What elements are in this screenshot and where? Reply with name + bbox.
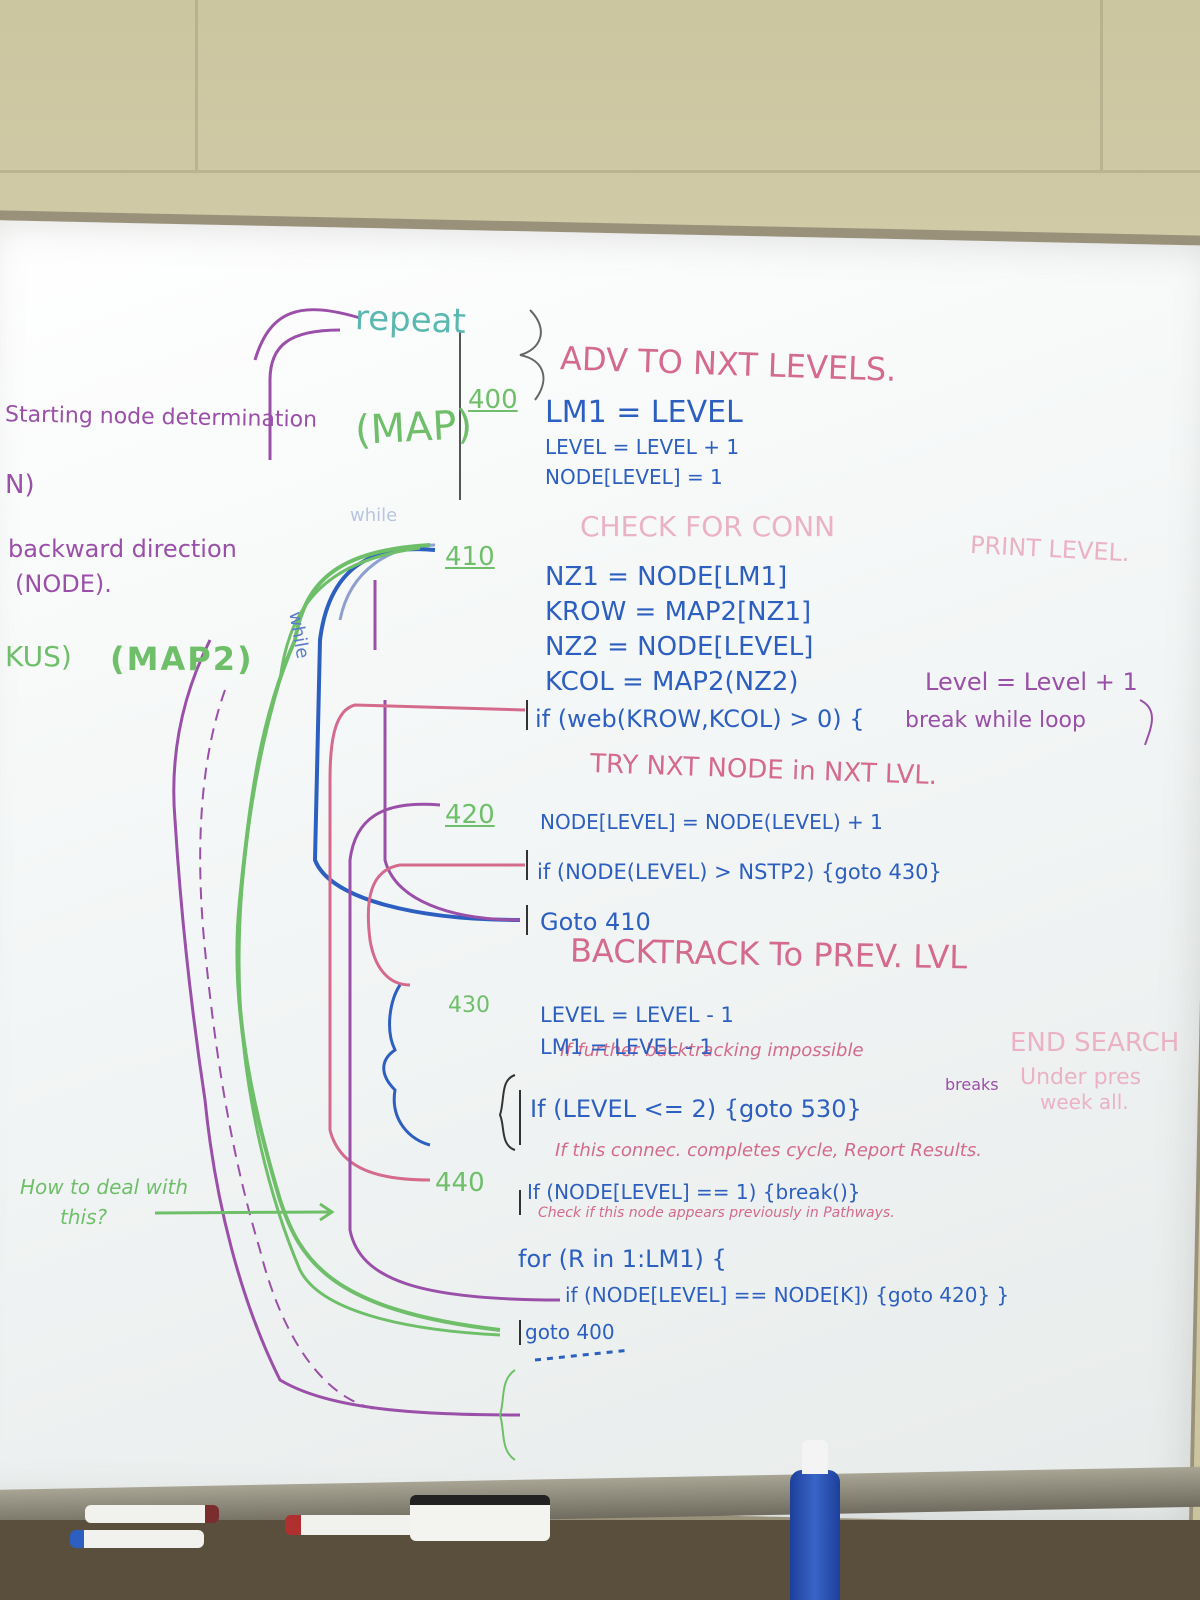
check-previous-note: Check if this node appears previously in… [538,1205,895,1221]
map2-label: (MAP2) [110,640,254,678]
completes-cycle-note: If this connec. completes cycle, Report … [555,1140,982,1161]
how-to-deal-note: How to deal with [20,1175,189,1199]
spray-bottle [790,1470,840,1600]
break-while-note: break while loop [905,708,1086,733]
code-line: KROW = MAP2[NZ1] [545,597,812,627]
n-paren-label: N) [5,470,35,500]
wall-mortar-line [1100,0,1103,170]
code-line: Goto 410 [540,908,651,936]
code-line: LM1 = LEVEL [545,395,743,430]
while-top-label: while [350,505,398,526]
dry-erase-marker [70,1530,204,1548]
line-number-420: 420 [445,800,495,830]
line-number-440: 440 [435,1168,485,1198]
line-number-410: 410 [445,542,495,572]
code-line: LEVEL = LEVEL + 1 [545,435,740,459]
repeat-label: repeat [354,298,467,342]
dry-erase-marker [85,1505,219,1523]
code-line: If (LEVEL <= 2) {goto 530} [530,1095,862,1123]
code-line: LEVEL = LEVEL - 1 [540,1003,734,1027]
dry-erase-marker [285,1515,421,1535]
backtrack-label: BACKTRACK To PREV. LVL [569,931,968,977]
breaks-note: breaks [945,1075,999,1094]
code-line: for (R in 1:LM1) { [518,1245,727,1273]
code-line: if (NODE(LEVEL) > NSTP2) {goto 430} [537,860,942,884]
wall-mortar-line [195,0,198,170]
code-line: NODE[LEVEL] = NODE(LEVEL) + 1 [540,810,883,834]
code-line: KCOL = MAP2(NZ2) [545,667,799,697]
check-conn-label: CHECK FOR CONN [580,510,836,543]
map-label: (MAP) [353,401,474,455]
code-line: NODE[LEVEL] = 1 [545,465,723,489]
code-line: if (web(KROW,KCOL) > 0) { [535,705,865,733]
week-all-note: week all. [1040,1090,1129,1114]
line-number-400: 400 [468,385,518,415]
code-line: NZ2 = NODE[LEVEL] [545,632,814,662]
kus-label: KUS) [5,640,72,673]
this-question-note: this? [60,1205,108,1229]
code-line: goto 400 [525,1320,615,1344]
code-line: LM1 = LEVEL - 1 [540,1035,713,1059]
code-line: NZ1 = NODE[LM1] [545,562,788,592]
further-backtracking-note: If further backtracking impossible [560,1040,864,1061]
wall-mortar-line [0,170,1200,173]
code-line: If (NODE[LEVEL] == 1) {break()} [527,1180,861,1204]
level-plus-one-note: Level = Level + 1 [925,668,1138,696]
backward-direction-label: backward direction [8,535,237,563]
line-number-430: 430 [448,993,490,1018]
code-line: if (NODE[LEVEL] == NODE[K]) {goto 420} } [565,1283,1010,1307]
spray-nozzle [802,1440,828,1474]
eraser [410,1495,550,1541]
end-search-label: END SEARCH [1010,1028,1180,1058]
under-pres-note: Under pres [1020,1065,1142,1090]
node-paren-label: (NODE). [15,570,112,598]
